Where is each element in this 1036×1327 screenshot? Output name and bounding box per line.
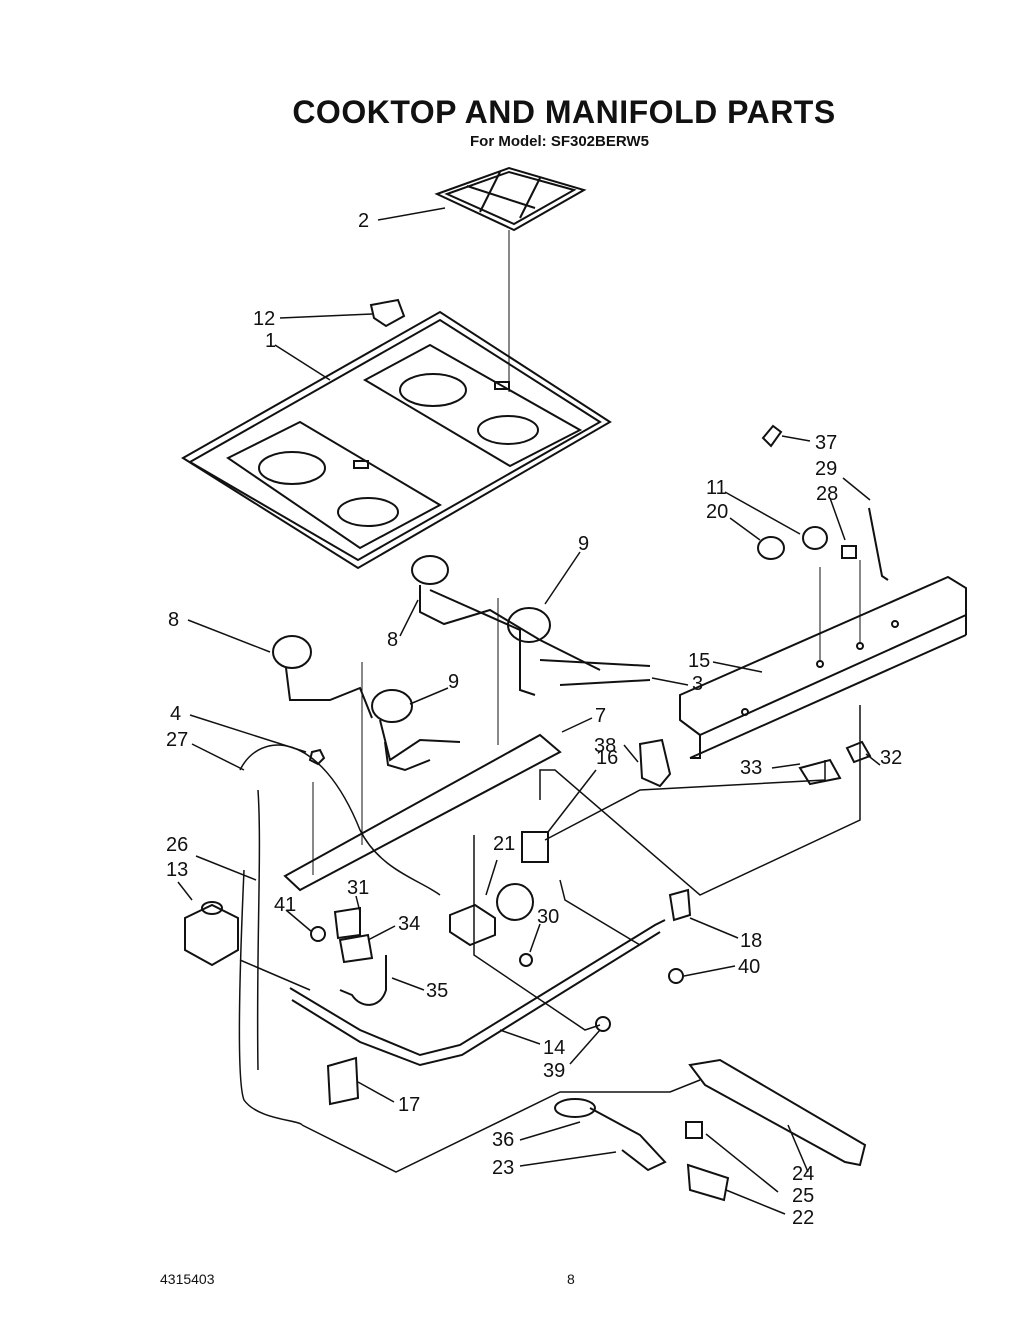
cooktop-panel — [181, 310, 612, 570]
callout-14: 14 — [543, 1037, 565, 1059]
right-burner-assembly — [411, 555, 651, 696]
callout-8b: 8 — [168, 609, 179, 631]
callout-29: 29 — [815, 458, 837, 480]
callout-34: 34 — [398, 913, 420, 935]
wire-35 — [339, 955, 387, 1006]
callout-3: 3 — [692, 673, 703, 695]
bracket-33 — [798, 758, 842, 786]
cooktop-bracket — [369, 298, 406, 328]
callout-22: 22 — [792, 1207, 814, 1229]
screw-40 — [668, 968, 684, 984]
wire-harness — [238, 705, 861, 1173]
nut-30 — [519, 953, 533, 967]
callout-28: 28 — [816, 483, 838, 505]
oven-burner — [554, 1058, 867, 1202]
bracket-17 — [326, 1056, 360, 1106]
bracket-31 — [333, 906, 361, 940]
callout-13: 13 — [166, 859, 188, 881]
callout-32: 32 — [880, 747, 902, 769]
gas-valve — [184, 901, 239, 967]
callout-16: 16 — [596, 747, 618, 769]
orifice-block — [449, 903, 496, 947]
callout-33: 33 — [740, 757, 762, 779]
callout-37: 37 — [815, 432, 837, 454]
bracket-32 — [845, 740, 872, 764]
control-knobs — [757, 424, 889, 581]
callout-20: 20 — [706, 501, 728, 523]
callout-40: 40 — [738, 956, 760, 978]
callout-36: 36 — [492, 1129, 514, 1151]
page-title: COOKTOP AND MANIFOLD PARTS — [292, 94, 836, 130]
document-number: 4315403 — [160, 1271, 215, 1287]
page-number: 8 — [567, 1271, 575, 1287]
coil-21 — [496, 883, 534, 921]
callout-17: 17 — [398, 1094, 420, 1116]
bracket-18 — [668, 888, 692, 922]
callout-24: 24 — [792, 1163, 814, 1185]
screw-39 — [595, 1016, 611, 1032]
callout-27: 27 — [166, 729, 188, 751]
mounting-bracket — [283, 598, 562, 892]
callout-30: 30 — [537, 906, 559, 928]
nut-41 — [310, 926, 326, 942]
callout-12: 12 — [253, 308, 275, 330]
callout-18: 18 — [740, 930, 762, 952]
callout-leaders — [177, 207, 881, 1215]
callout-7: 7 — [595, 705, 606, 727]
callout-25: 25 — [792, 1185, 814, 1207]
callout-26: 26 — [166, 834, 188, 856]
callout-9a: 9 — [578, 533, 589, 555]
callout-41: 41 — [274, 894, 296, 916]
callout-39: 39 — [543, 1060, 565, 1082]
left-burner-assembly — [272, 635, 461, 772]
callout-38: 38 — [594, 735, 616, 757]
callout-35: 35 — [426, 980, 448, 1002]
callout-21: 21 — [493, 833, 515, 855]
callout-23: 23 — [492, 1157, 514, 1179]
switch-34 — [338, 933, 374, 964]
callout-4: 4 — [170, 703, 181, 725]
hex-nut — [308, 748, 326, 766]
callout-1: 1 — [265, 330, 276, 352]
heat-shield — [638, 738, 672, 788]
ignitor-16 — [521, 831, 549, 863]
callout-11: 11 — [706, 477, 727, 499]
manifold-channel — [679, 560, 967, 759]
burner-grate — [434, 166, 587, 392]
callout-labels: 2 12 1 37 29 11 28 20 9 8 15 3 8 9 4 7 3… — [166, 210, 902, 1229]
callout-2: 2 — [358, 210, 369, 232]
callout-31: 31 — [347, 877, 369, 899]
callout-9b: 9 — [448, 671, 459, 693]
callout-15: 15 — [688, 650, 710, 672]
callout-8a: 8 — [387, 629, 398, 651]
model-subtitle: For Model: SF302BERW5 — [470, 133, 649, 150]
manifold-pipe — [289, 919, 666, 1057]
